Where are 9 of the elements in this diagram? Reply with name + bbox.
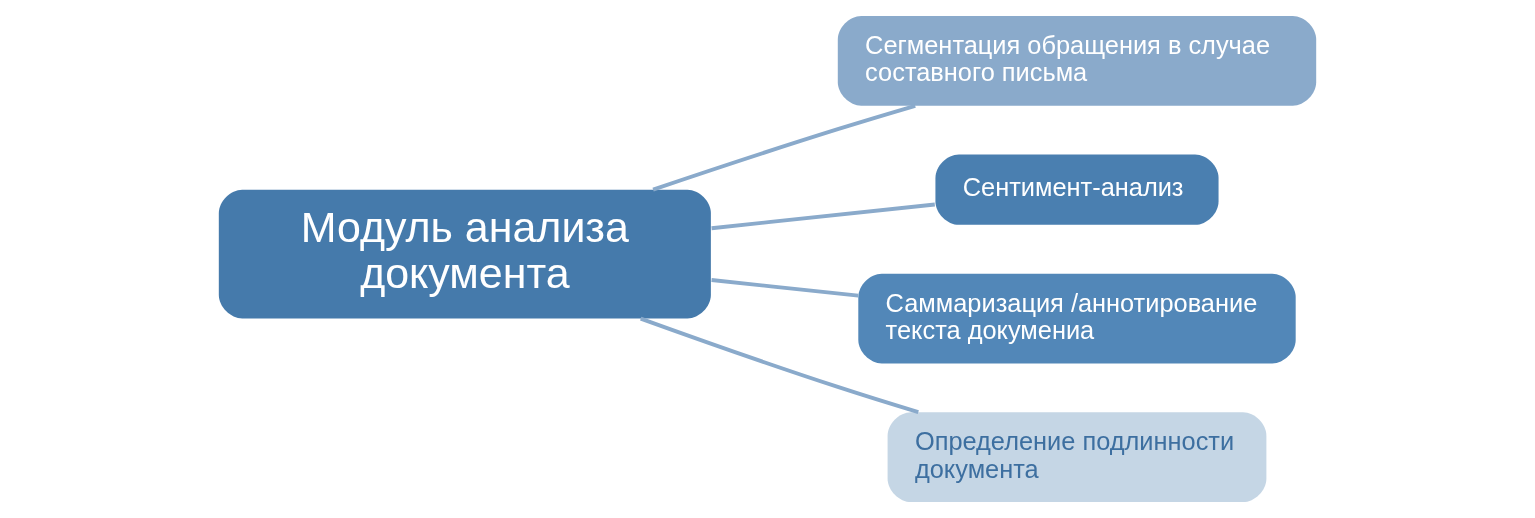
node-box: Сентимент-анализ	[935, 154, 1219, 225]
connector	[711, 202, 935, 231]
node-box: Саммаризация /аннотирование текста докумениа	[858, 273, 1296, 364]
node-box: Сегментация обращения в случае составного письма	[837, 15, 1317, 106]
connector	[711, 278, 859, 298]
connector	[640, 316, 919, 414]
connector	[652, 103, 916, 192]
node-box: Модуль анализа документа	[218, 189, 711, 319]
node-box: Определение подлинности документа	[887, 412, 1267, 503]
